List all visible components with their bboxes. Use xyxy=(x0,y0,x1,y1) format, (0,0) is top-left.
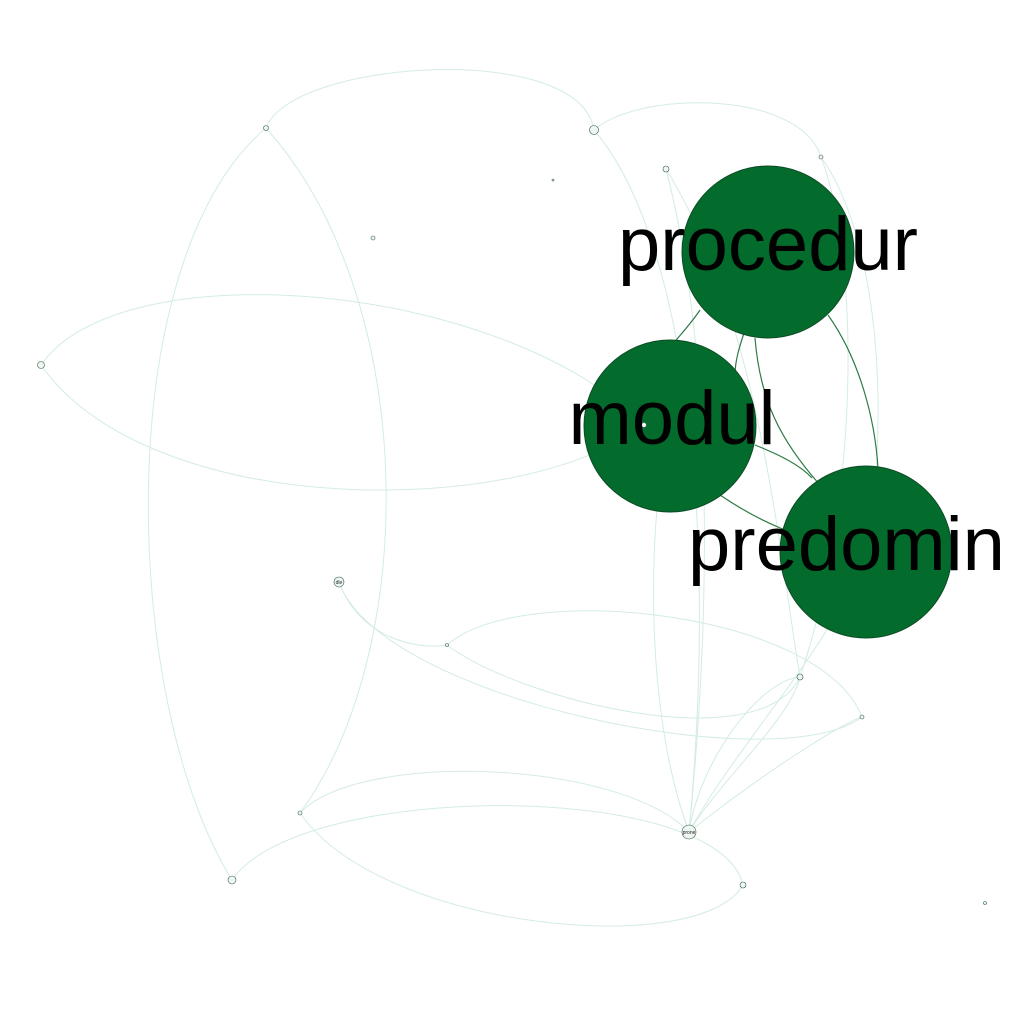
label-modul: modul xyxy=(569,376,776,461)
graph-edge xyxy=(40,364,645,491)
graph-edge xyxy=(688,716,863,833)
graph-edge xyxy=(688,676,801,833)
label-procedur: procedur xyxy=(618,202,918,287)
graph-edge xyxy=(147,127,267,881)
node-minor[interactable] xyxy=(983,901,987,905)
node-predomin[interactable] xyxy=(779,465,953,639)
node-minor[interactable] xyxy=(859,714,865,720)
node-minor[interactable] xyxy=(370,235,376,241)
graph-edge xyxy=(593,102,822,158)
major-nodes xyxy=(583,165,953,639)
graph-edge xyxy=(338,581,448,647)
graph-edge xyxy=(265,127,387,814)
node-prone[interactable] xyxy=(681,824,697,840)
node-minor[interactable] xyxy=(739,881,747,889)
node-modul[interactable] xyxy=(583,339,757,513)
graph-edge xyxy=(299,812,744,927)
graph-edge-modul-predomin-2 xyxy=(719,494,786,531)
node-dle[interactable] xyxy=(333,576,345,588)
graph-edge xyxy=(446,610,863,718)
node-minor[interactable] xyxy=(662,165,670,173)
node-labels: procedur modul predomin dle prone xyxy=(336,202,1005,836)
label-predomin: predomin xyxy=(688,502,1005,587)
node-minor[interactable] xyxy=(445,643,449,647)
node-minor[interactable] xyxy=(818,154,824,160)
node-minor[interactable] xyxy=(263,125,269,131)
node-minor[interactable] xyxy=(297,810,303,816)
node-minor[interactable] xyxy=(796,673,804,681)
graph-edge-modul-predomin xyxy=(754,444,813,479)
node-minor[interactable] xyxy=(227,875,237,885)
node-minor[interactable] xyxy=(37,361,45,369)
graph-edge xyxy=(231,805,744,886)
graph-edge xyxy=(446,644,801,719)
graph-edge xyxy=(338,581,863,740)
node-minor[interactable] xyxy=(641,422,647,428)
graph-edge xyxy=(688,676,801,833)
node-procedur[interactable] xyxy=(681,165,855,339)
graph-edge-procedur-predomin xyxy=(827,314,879,469)
graph-edge xyxy=(299,770,690,833)
graph-edge xyxy=(265,69,595,131)
minor-nodes xyxy=(37,125,987,905)
graph-edge-procedur-predomin-2 xyxy=(754,337,821,486)
node-minor[interactable] xyxy=(551,178,555,182)
graph-edge xyxy=(40,294,645,426)
label-prone: prone xyxy=(683,830,696,836)
label-dle: dle xyxy=(336,580,343,586)
node-minor[interactable] xyxy=(589,125,599,135)
